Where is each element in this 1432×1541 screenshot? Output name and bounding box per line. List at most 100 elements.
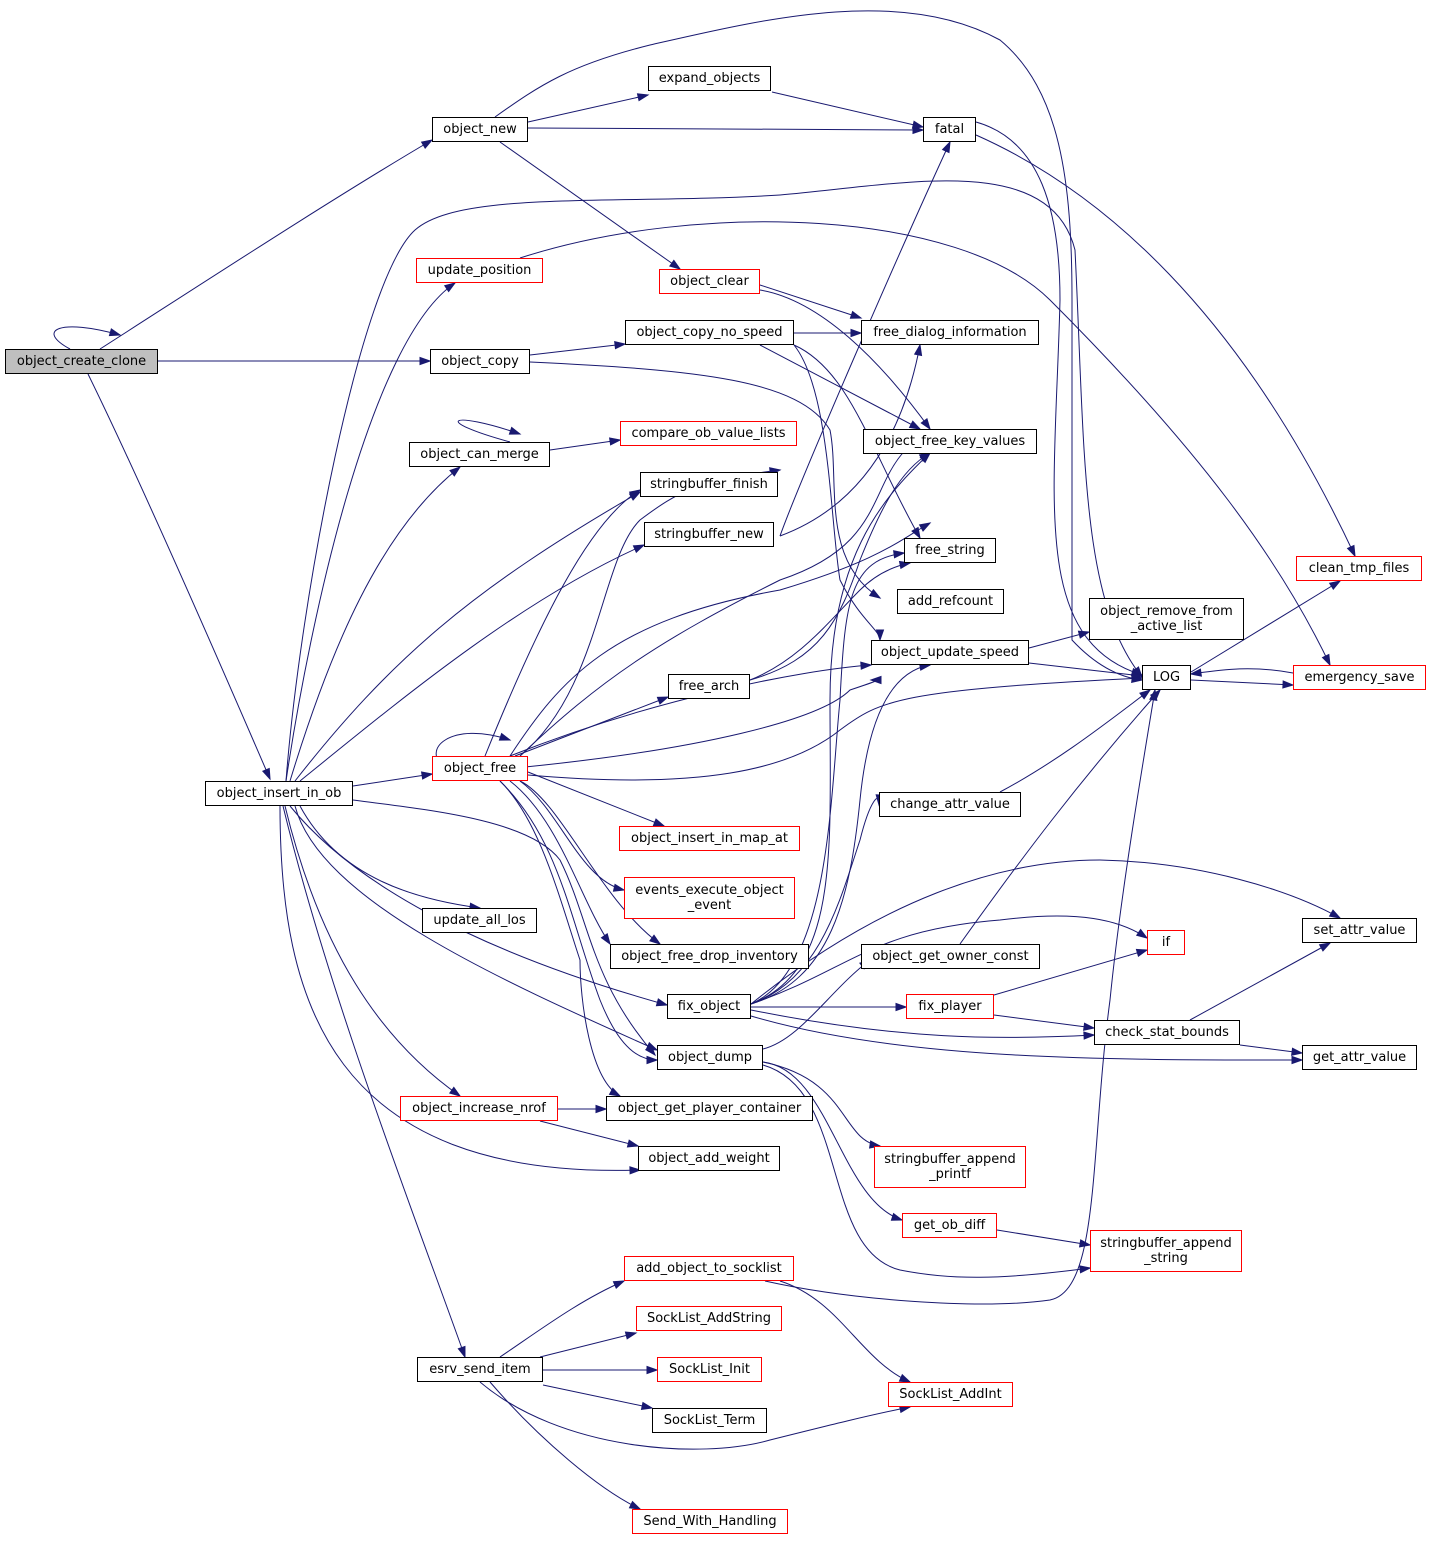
node-update-position[interactable]: update_position <box>416 258 543 283</box>
call-edge-arrowhead <box>612 1280 626 1290</box>
node-check-stat-bounds[interactable]: check_stat_bounds <box>1094 1020 1240 1045</box>
call-edge-arrowhead <box>898 1373 912 1383</box>
node-object-create-clone[interactable]: object_create_clone <box>5 349 158 374</box>
node-stringbuffer-append-string[interactable]: stringbuffer_append _string <box>1090 1230 1242 1272</box>
call-edge-arrowhead <box>1318 942 1332 952</box>
call-edge-arrowhead <box>1328 580 1342 591</box>
call-edge <box>352 799 656 1056</box>
node-compare-ob-value-lists[interactable]: compare_ob_value_lists <box>620 421 797 446</box>
node-object-add-weight[interactable]: object_add_weight <box>638 1146 780 1171</box>
node-free-string[interactable]: free_string <box>904 538 996 563</box>
node-socklist-addint[interactable]: SockList_AddInt <box>888 1382 1013 1407</box>
call-edge <box>999 689 1151 793</box>
call-edge-arrowhead <box>868 588 882 599</box>
node-fix-player[interactable]: fix_player <box>906 994 994 1019</box>
call-edge-arrowhead <box>624 1331 638 1340</box>
node-free-dialog-information[interactable]: free_dialog_information <box>861 320 1039 345</box>
node-object-update-speed[interactable]: object_update_speed <box>871 640 1029 665</box>
node-object-new[interactable]: object_new <box>432 117 528 142</box>
node-if[interactable]: if <box>1147 930 1185 955</box>
call-edge-arrowhead <box>261 767 271 781</box>
call-edge <box>527 771 665 827</box>
call-edge-arrowhead <box>628 489 642 500</box>
call-edge-arrowhead <box>498 732 512 741</box>
call-edge <box>764 689 1156 1305</box>
node-stringbuffer-finish[interactable]: stringbuffer_finish <box>640 472 778 497</box>
call-edge <box>749 562 911 681</box>
node-get-ob-diff[interactable]: get_ob_diff <box>902 1213 997 1238</box>
node-socklist-term[interactable]: SockList_Term <box>652 1408 767 1433</box>
node-set-attr-value[interactable]: set_attr_value <box>1302 918 1417 943</box>
call-edge <box>457 419 521 443</box>
node-fix-object[interactable]: fix_object <box>667 994 751 1019</box>
node-events-execute-object-event[interactable]: events_execute_object _event <box>624 877 795 919</box>
call-edge-arrowhead <box>612 883 626 892</box>
call-edge-arrowhead <box>448 1086 462 1097</box>
node-object-remove-from-active-list[interactable]: object_remove_from _active_list <box>1089 598 1244 640</box>
call-edge <box>499 1280 625 1358</box>
call-edge <box>514 696 669 757</box>
node-change-attr-value[interactable]: change_attr_value <box>879 792 1021 817</box>
call-edge-arrowhead <box>1346 544 1356 558</box>
call-edge-arrowhead <box>1131 670 1144 679</box>
node-object-copy[interactable]: object_copy <box>430 349 530 374</box>
call-edge <box>527 94 649 123</box>
node-socklist-addstring[interactable]: SockList_AddString <box>636 1306 782 1331</box>
call-edge-arrowhead <box>646 1365 659 1375</box>
call-edge <box>750 552 905 1005</box>
call-edge <box>759 284 862 319</box>
call-edge <box>294 805 658 1051</box>
call-edge-arrowhead <box>443 282 457 293</box>
call-edge-arrowhead <box>646 1055 659 1065</box>
node-stringbuffer-new[interactable]: stringbuffer_new <box>644 522 774 547</box>
node-clean-tmp-files[interactable]: clean_tmp_files <box>1296 556 1422 581</box>
node-fatal[interactable]: fatal <box>923 117 976 142</box>
node-add-refcount[interactable]: add_refcount <box>897 589 1004 614</box>
node-object-dump[interactable]: object_dump <box>657 1045 763 1070</box>
node-object-insert-in-map-at[interactable]: object_insert_in_map_at <box>619 826 800 851</box>
node-stringbuffer-append-printf[interactable]: stringbuffer_append _printf <box>874 1146 1026 1188</box>
node-expand-objects[interactable]: expand_objects <box>648 66 771 91</box>
call-edge-arrowhead <box>629 1166 642 1175</box>
call-edge <box>99 139 433 350</box>
call-edge-arrowhead <box>875 629 885 642</box>
node-free-arch[interactable]: free_arch <box>668 674 750 699</box>
call-edge <box>762 1061 881 1147</box>
node-object-can-merge[interactable]: object_can_merge <box>409 442 550 467</box>
node-log[interactable]: LOG <box>1142 665 1191 690</box>
node-object-clear[interactable]: object_clear <box>659 269 760 294</box>
call-edge <box>499 780 658 1061</box>
node-object-free-drop-inventory[interactable]: object_free_drop_inventory <box>610 944 809 969</box>
node-object-increase-nrof[interactable]: object_increase_nrof <box>400 1096 558 1121</box>
node-object-insert-in-ob[interactable]: object_insert_in_ob <box>205 781 353 806</box>
call-edge <box>793 344 881 641</box>
node-socklist-init[interactable]: SockList_Init <box>657 1357 762 1382</box>
node-object-get-owner-const[interactable]: object_get_owner_const <box>861 944 1040 969</box>
node-esrv-send-item[interactable]: esrv_send_item <box>417 1357 543 1382</box>
call-edge-arrowhead <box>1077 630 1091 639</box>
node-get-attr-value[interactable]: get_attr_value <box>1302 1045 1417 1070</box>
node-object-get-player-container[interactable]: object_get_player_container <box>606 1096 813 1121</box>
node-object-copy-no-speed[interactable]: object_copy_no_speed <box>625 320 794 345</box>
call-edge <box>294 491 641 782</box>
call-edge <box>750 1015 1303 1061</box>
node-send-with-handling[interactable]: Send_With_Handling <box>632 1509 788 1534</box>
call-edge-arrowhead <box>1083 1031 1096 1040</box>
call-edge-arrowhead <box>668 259 682 270</box>
node-object-free[interactable]: object_free <box>432 756 528 781</box>
call-edge <box>527 127 924 131</box>
call-edge <box>759 344 921 430</box>
node-object-free-key-values[interactable]: object_free_key_values <box>863 429 1037 454</box>
call-edge-arrowhead <box>1139 689 1152 700</box>
node-update-all-los[interactable]: update_all_los <box>422 908 537 933</box>
node-add-object-to-socklist[interactable]: add_object_to_socklist <box>624 1256 794 1281</box>
call-edge <box>779 141 951 537</box>
call-edge <box>479 1381 911 1450</box>
call-edge <box>509 780 611 945</box>
call-edge <box>549 439 621 451</box>
call-edge-arrowhead <box>420 771 434 780</box>
call-edge <box>779 344 921 537</box>
call-edge-arrowhead <box>1189 668 1202 677</box>
call-edge-arrowhead <box>913 343 923 357</box>
node-emergency-save[interactable]: emergency_save <box>1293 665 1426 690</box>
